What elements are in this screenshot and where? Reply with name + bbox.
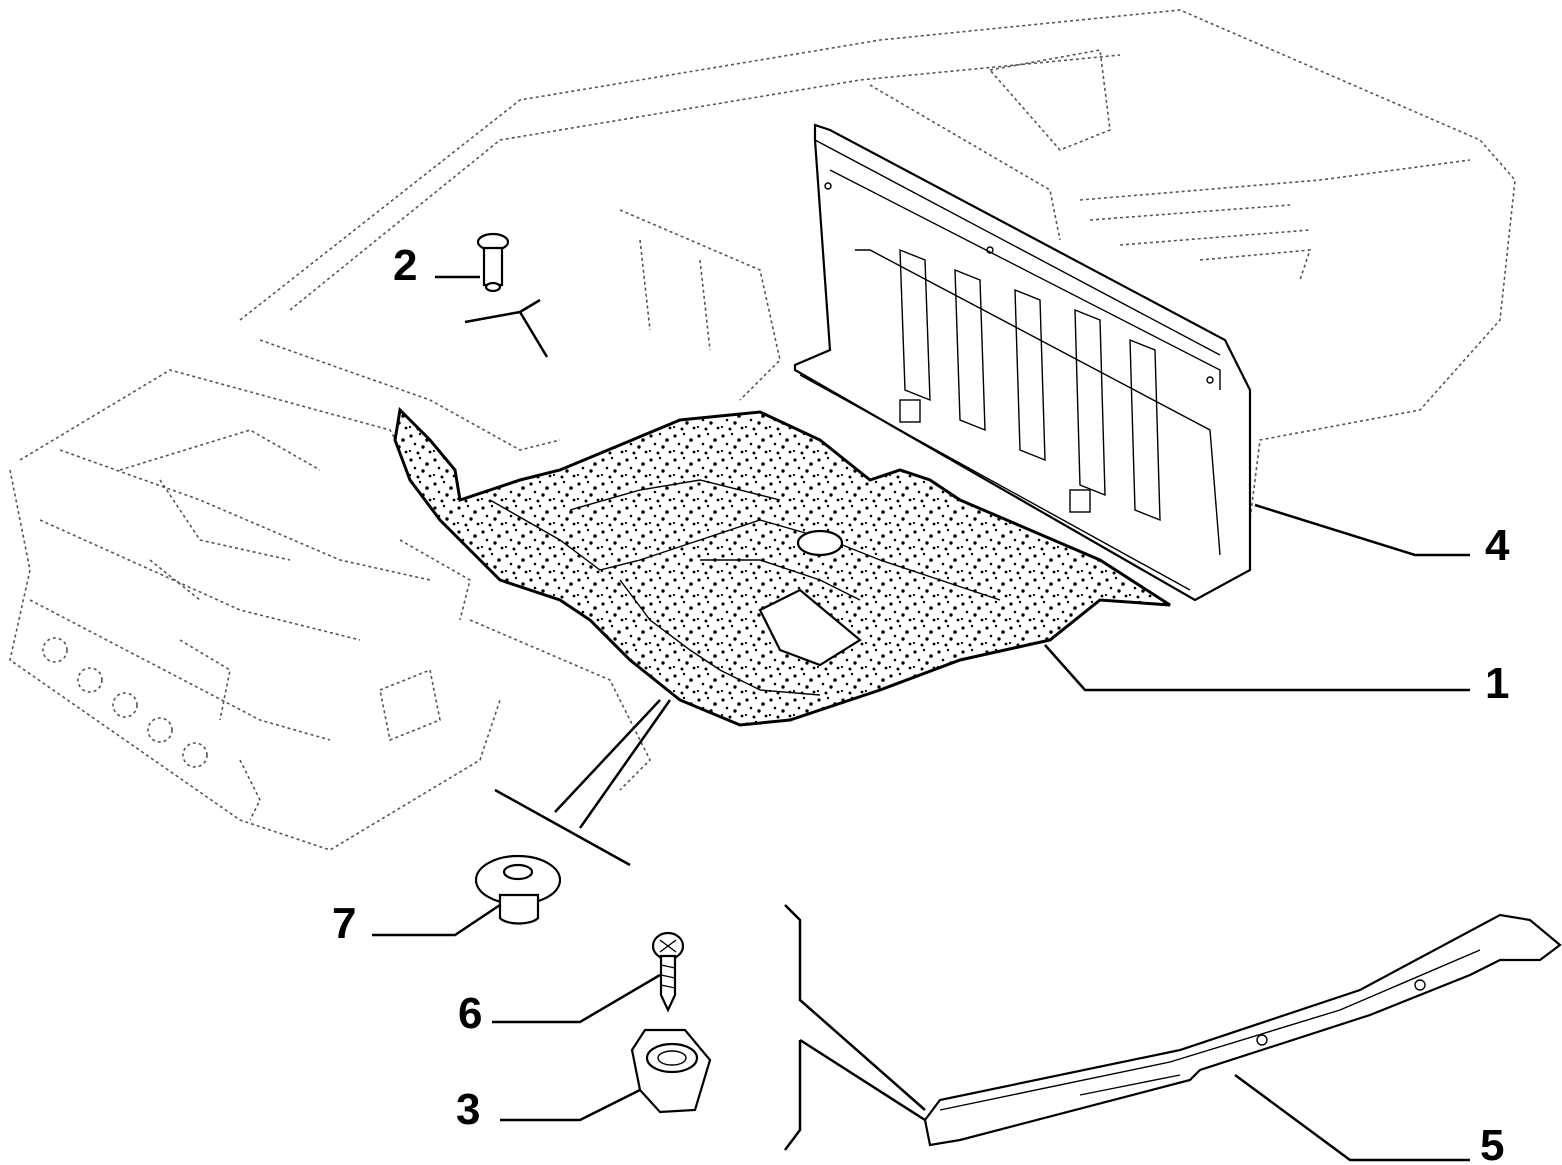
floor-carpet-part-1 bbox=[393, 406, 1171, 727]
rear-bulkhead-panel-part-4 bbox=[793, 123, 1252, 602]
vehicle-body-ghost-outline bbox=[9, 9, 1516, 851]
plug-part-7 bbox=[474, 699, 672, 925]
callout-label-3: 3 bbox=[456, 1085, 480, 1134]
callout-label-2: 2 bbox=[393, 241, 417, 290]
grommet-part-3 bbox=[630, 1028, 712, 1114]
callout-label-4: 4 bbox=[1485, 521, 1510, 570]
callout-leaders bbox=[372, 275, 1470, 1162]
callout-label-5: 5 bbox=[1480, 1121, 1504, 1165]
screw-part-6 bbox=[651, 931, 685, 1013]
sill-trim-part-5 bbox=[784, 904, 1562, 1151]
callout-label-1: 1 bbox=[1485, 659, 1509, 708]
callout-label-6: 6 bbox=[458, 989, 482, 1038]
callout-label-7: 7 bbox=[332, 899, 356, 948]
clip-part-2 bbox=[464, 232, 549, 358]
